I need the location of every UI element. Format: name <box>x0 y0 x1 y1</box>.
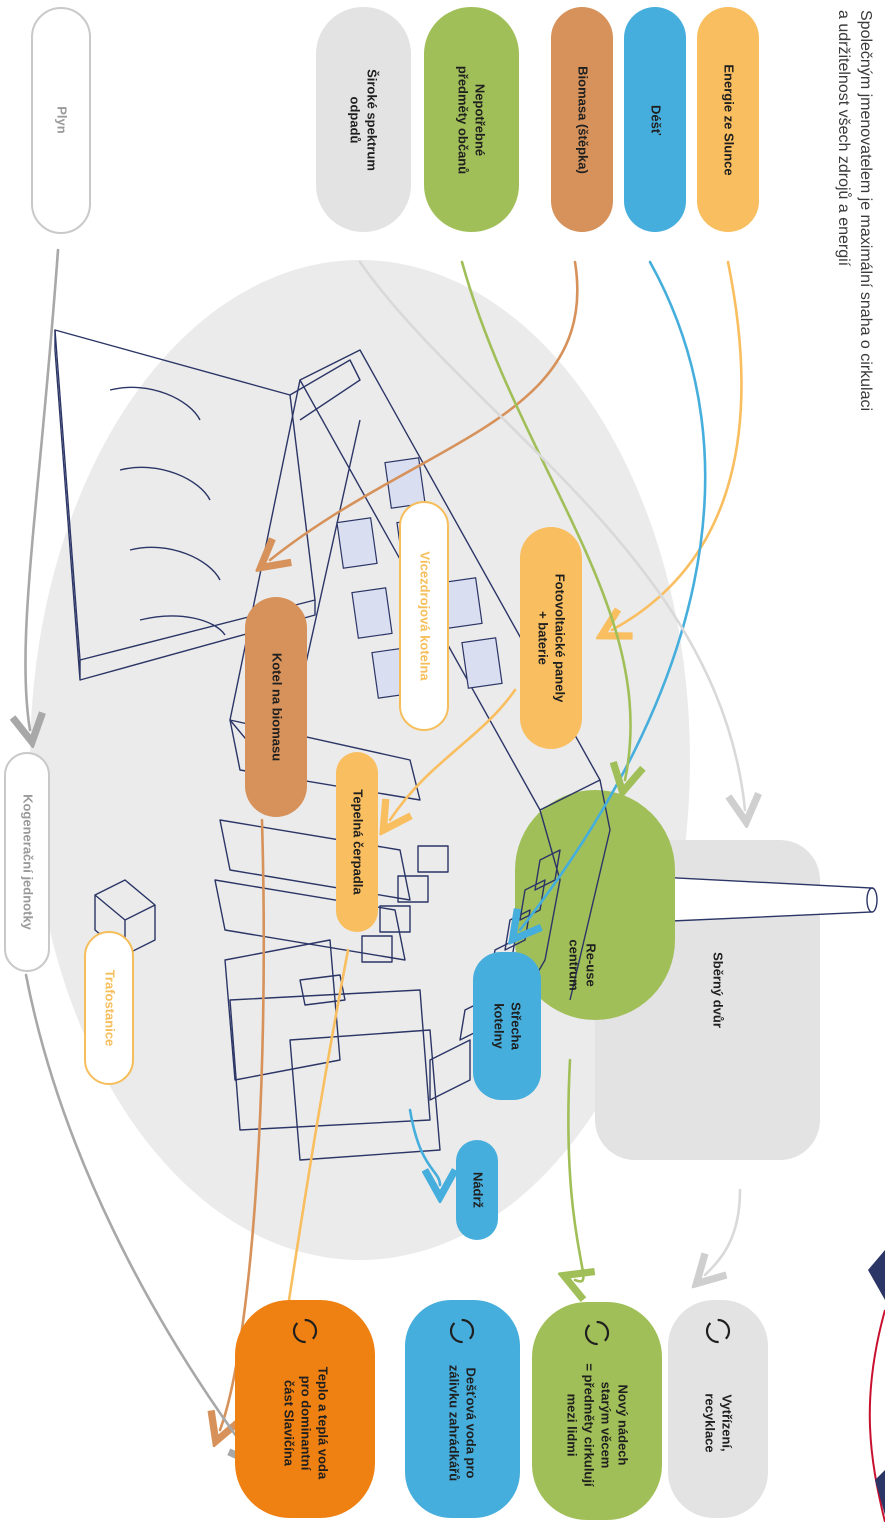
pill-biomass: Biomasa (štěpka) <box>551 7 613 232</box>
label-transformer: Trafostanice <box>103 970 118 1047</box>
label-waste-2: odpadů <box>348 97 363 144</box>
label-reuse-out-2: starým věcem <box>599 1382 614 1469</box>
pill-rain: Déšť <box>624 7 686 232</box>
label-reuse-2: centrum <box>567 939 582 990</box>
output-pills: Vytřízení, recyklace Nový nádech starým … <box>235 1300 768 1520</box>
arrow-cogeneration-to-heat <box>24 973 250 1455</box>
arrow-biomass-boiler-to-heat <box>220 818 266 1430</box>
pill-waste: Široké spektrum odpadů <box>316 7 411 232</box>
label-rainwater-1: Dešťová voda pro <box>464 1368 479 1479</box>
recycle-icon <box>449 1318 475 1344</box>
output-rainwater: Dešťová voda pro zálivku zahrádkářů <box>405 1300 520 1518</box>
node-tank: Nádrž <box>456 1140 498 1240</box>
label-collection-yard: Sběrný dvůr <box>711 952 726 1028</box>
label-reuse-out-4: mezi lidmi <box>565 1394 580 1457</box>
node-biomass-boiler: Kotel na biomasu <box>245 597 307 817</box>
label-items-1: Nepotřebné <box>473 84 488 156</box>
label-cogeneration: Kogenerační jednotky <box>21 794 36 931</box>
node-pv: Fotovoltaické panely + baterie <box>520 527 582 749</box>
label-reuse-1: Re-use <box>584 943 599 986</box>
label-recycling-2: recyklace <box>703 1393 718 1452</box>
label-gas: Plyn <box>55 106 70 134</box>
arrow-roof-to-tank <box>408 1108 440 1185</box>
node-transformer: Trafostanice <box>84 931 134 1085</box>
chimney-top <box>866 887 878 913</box>
intro-text: Společným jmenovatelem je maximální snah… <box>835 10 874 411</box>
label-reuse-out-1: Nový nádech <box>616 1385 631 1466</box>
pill-items: Nepotřebné předměty občanů <box>424 7 519 232</box>
recycle-icon <box>705 1318 731 1344</box>
label-heat-pumps: Tepelná čerpadla <box>351 789 366 895</box>
node-cogeneration: Kogenerační jednotky <box>4 752 50 972</box>
label-heat-1: Teplo a teplá voda <box>316 1367 331 1480</box>
label-rain: Déšť <box>649 105 664 136</box>
label-reuse-out-3: = předměty cirkulují <box>582 1363 597 1487</box>
pill-sun: Energie ze Slunce <box>697 7 759 232</box>
arrow-rain-to-roof <box>520 260 707 930</box>
arrow-sun-to-pv <box>612 260 743 630</box>
intro-line-2: a udržitelnost všech zdrojů a energií <box>835 10 853 267</box>
logo-fragment <box>868 1250 885 1522</box>
output-reuse: Nový nádech starým věcem = předměty cirk… <box>532 1302 662 1520</box>
arrow-waste-to-yard <box>358 260 745 810</box>
source-pills: Energie ze Slunce Déšť Biomasa (štěpka) … <box>31 7 759 234</box>
node-heat-pumps: Tepelná čerpadla <box>336 752 378 932</box>
label-sun: Energie ze Slunce <box>722 64 737 175</box>
label-roof-1: Střecha <box>509 1002 524 1050</box>
reuse-center-area <box>515 790 675 1020</box>
arrow-biomass-to-boiler <box>270 260 579 560</box>
label-heat-3: část Slavičína <box>282 1380 297 1467</box>
node-roof: Střecha kotelny <box>473 952 541 1100</box>
arrow-reuse-to-output <box>568 1058 583 1281</box>
label-pv-2: + baterie <box>536 611 551 665</box>
label-heat-2: pro dominantní <box>299 1376 314 1471</box>
intro-line-1: Společným jmenovatelem je maximální snah… <box>857 10 874 411</box>
output-heat: Teplo a teplá voda pro dominantní část S… <box>235 1300 375 1518</box>
arrow-yard-to-recycling <box>705 1188 742 1275</box>
flow-arrows <box>24 248 745 1455</box>
label-tank: Nádrž <box>471 1172 486 1209</box>
pill-gas: Plyn <box>31 7 91 234</box>
node-multi-boiler: Vícezdrojová kotelna <box>399 501 449 731</box>
arrow-gas-to-cogeneration <box>25 248 60 730</box>
middle-nodes: Fotovoltaické panely + baterie Vícezdroj… <box>4 501 726 1240</box>
label-items-2: předměty občanů <box>456 66 471 174</box>
recycle-icon <box>292 1318 318 1344</box>
label-pv-1: Fotovoltaické panely <box>553 574 568 703</box>
label-multi-boiler: Vícezdrojová kotelna <box>418 551 433 681</box>
arrow-items-to-reuse <box>460 260 631 780</box>
label-waste-1: Široké spektrum <box>365 69 380 171</box>
arrow-pv-to-heatpumps <box>390 688 517 820</box>
node-collection-yard: Sběrný dvůr <box>711 952 726 1028</box>
recycle-icon <box>584 1320 610 1346</box>
node-reuse-center: Re-use centrum <box>567 939 599 990</box>
label-roof-2: kotelny <box>492 1003 507 1049</box>
label-rainwater-2: zálivku zahrádkářů <box>447 1365 462 1481</box>
label-recycling-1: Vytřízení, <box>720 1394 735 1451</box>
label-biomass: Biomasa (štěpka) <box>576 66 591 174</box>
output-recycling: Vytřízení, recyklace <box>668 1300 768 1518</box>
label-biomass-boiler: Kotel na biomasu <box>270 653 285 761</box>
